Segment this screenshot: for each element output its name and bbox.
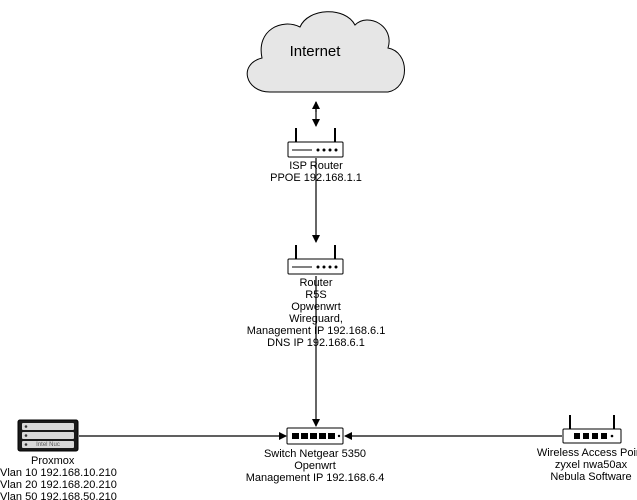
internet-cloud xyxy=(246,11,405,93)
router-icon xyxy=(287,245,344,275)
internet-label: Internet xyxy=(290,43,342,60)
router-model: R5S xyxy=(305,289,327,301)
isp-router-ip: PPOE 192.168.1.1 xyxy=(270,172,362,184)
router-os: Opwenwrt xyxy=(291,301,341,313)
router-label: Router R5S Opwenwrt Wireguard, Managemen… xyxy=(247,277,386,349)
access-point-name: Wireless Access Point xyxy=(536,447,637,459)
switch-os: Openwrt xyxy=(294,460,336,472)
switch-management-ip: Management IP 192.168.6.4 xyxy=(245,472,385,484)
access-point-model: zyxel nwa50ax xyxy=(554,459,628,471)
router-vpn: Wireguard, xyxy=(289,313,343,325)
access-point-label: Wireless Access Point zyxel nwa50ax Nebu… xyxy=(537,447,637,483)
switch-name: Switch Netgear 5350 xyxy=(263,448,367,460)
server-icon: Intel Nuc xyxy=(17,419,79,452)
server-vlan-20: Vlan 20 192.168.20.210 xyxy=(0,479,117,491)
server-rack-label: Intel Nuc xyxy=(36,442,60,448)
access-point-icon xyxy=(562,415,622,444)
router-name: Router xyxy=(299,277,333,289)
server-vlan-50: Vlan 50 192.168.50.210 xyxy=(0,491,117,500)
switch-icon xyxy=(286,427,344,445)
server-vlan-10: Vlan 10 192.168.10.210 xyxy=(0,467,117,479)
isp-router-name: ISP Router xyxy=(289,160,343,172)
server-label: Proxmox Vlan 10 192.168.10.210 Vlan 20 1… xyxy=(0,455,117,500)
server-name: Proxmox xyxy=(31,455,75,467)
isp-router-label: ISP Router PPOE 192.168.1.1 xyxy=(270,160,362,184)
router-dns-ip: DNS IP 192.168.6.1 xyxy=(267,337,365,349)
access-point-software: Nebula Software xyxy=(550,471,632,483)
isp-router-icon xyxy=(287,128,344,158)
router-management-ip: Management IP 192.168.6.1 xyxy=(246,325,386,337)
switch-label: Switch Netgear 5350 Openwrt Management I… xyxy=(246,448,385,484)
